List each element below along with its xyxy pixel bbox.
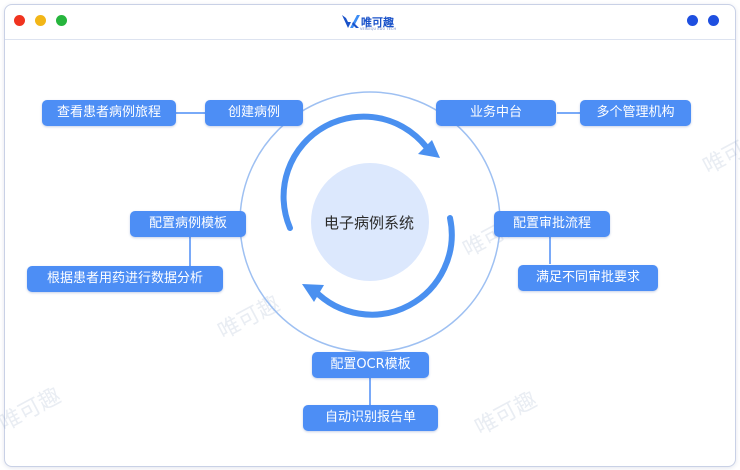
core-circle — [311, 163, 429, 281]
node-drug-analysis: 根据患者用药进行数据分析 — [27, 266, 223, 292]
node-multi-orgs: 多个管理机构 — [580, 100, 691, 126]
logo-subtitle: VEIKEQU EDU TECH — [360, 27, 397, 31]
close-button[interactable] — [14, 15, 25, 26]
zoom-button[interactable] — [56, 15, 67, 26]
arrowhead-icon — [418, 140, 440, 158]
window-dot-icon — [687, 15, 698, 26]
window-dot-icon — [708, 15, 719, 26]
system-title: 电子病例系统 — [323, 214, 414, 232]
title-divider — [5, 39, 735, 40]
cycle-arrow-top — [280, 113, 433, 231]
node-approval-flow: 配置审批流程 — [494, 211, 610, 237]
vk-logo-icon — [342, 15, 360, 28]
node-case-template: 配置病例模板 — [130, 211, 246, 237]
node-auto-report: 自动识别报告单 — [303, 405, 438, 431]
node-business-platform: 业务中台 — [436, 100, 556, 126]
logo-name: 唯可趣 — [361, 16, 394, 29]
node-ocr-template: 配置OCR模板 — [312, 352, 429, 378]
node-approval-needs: 满足不同审批要求 — [518, 265, 658, 291]
title-bar: 唯可趣 VEIKEQU EDU TECH — [5, 5, 735, 39]
node-create-case: 创建病例 — [205, 100, 303, 126]
brand-logo: 唯可趣 VEIKEQU EDU TECH — [341, 13, 405, 35]
arrowhead-icon — [302, 284, 324, 302]
minimize-button[interactable] — [35, 15, 46, 26]
node-view-journey: 查看患者病例旅程 — [42, 100, 176, 126]
cycle-arrow-bottom — [311, 215, 455, 318]
